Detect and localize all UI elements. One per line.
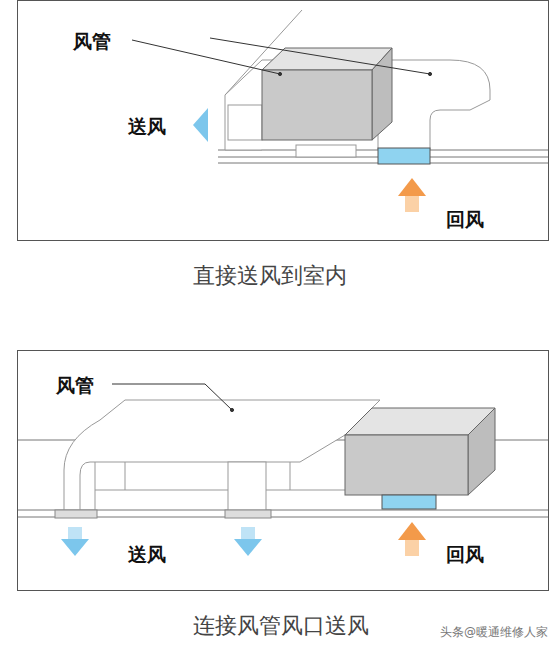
supply-arrow (61, 527, 89, 556)
callout-label: 风管 (56, 373, 94, 399)
supply-arrow (193, 108, 208, 142)
leader-lines (112, 384, 234, 412)
indoor-unit (345, 408, 495, 495)
leader-lines (132, 38, 432, 76)
supply-arrow (234, 527, 262, 556)
caption-text: 直接送风到室内 (193, 261, 347, 291)
supply-outlet (228, 105, 262, 140)
supply-diffuser (55, 510, 97, 518)
return-arrow (398, 522, 426, 556)
diagram-panel: 风管送风回风直接送风到室内 (17, 0, 549, 241)
caption-text: 连接风管风口送风 (193, 611, 369, 641)
watermark: 头条@暖通维修人家 (440, 624, 548, 641)
callout-label: 回风 (446, 542, 484, 568)
return-grille (382, 495, 436, 509)
return-arrow (398, 178, 426, 212)
callout-label: 风管 (73, 29, 111, 55)
callout-label: 送风 (128, 542, 166, 568)
supply-diffuser (225, 510, 271, 518)
duct-outline (64, 400, 380, 510)
access-panel (296, 145, 356, 157)
indoor-unit (262, 48, 392, 140)
duct-outline (225, 10, 490, 150)
callout-label: 回风 (446, 207, 484, 233)
return-grille (378, 148, 430, 164)
diagram-panel: 风管送风回风连接风管风口送风 (17, 350, 549, 591)
callout-label: 送风 (128, 114, 166, 140)
